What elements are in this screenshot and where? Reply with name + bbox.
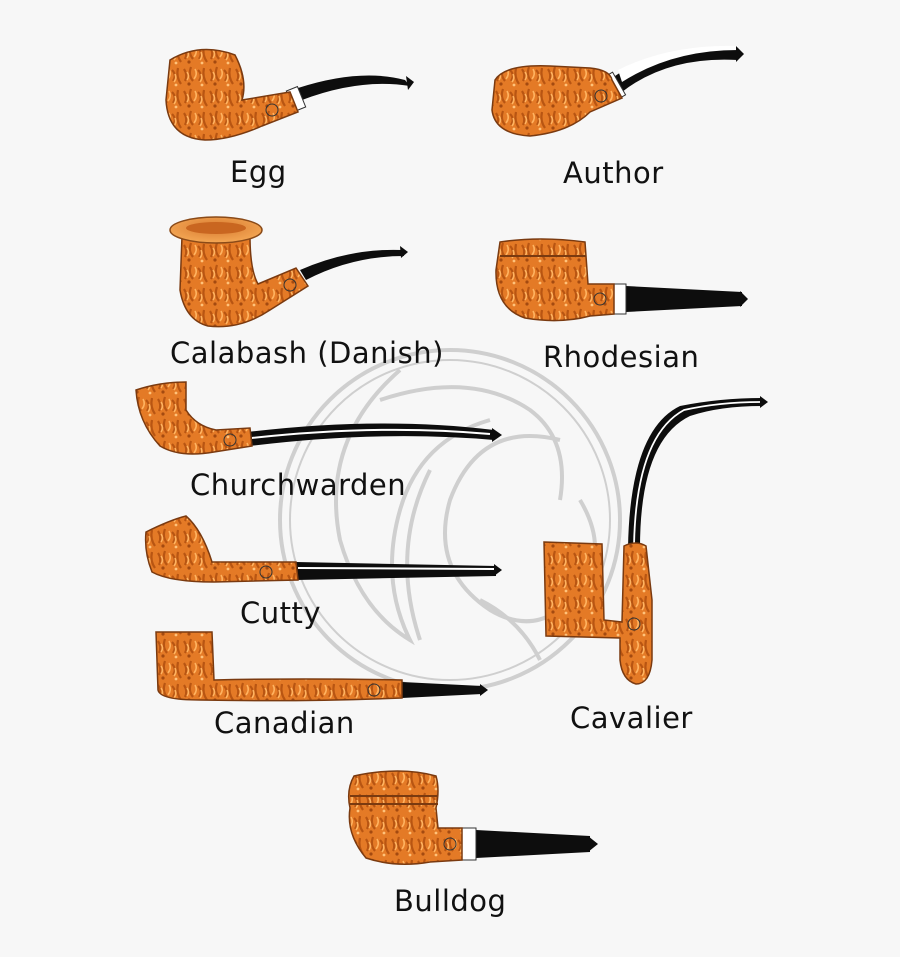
pipe-canadian: [155, 631, 488, 702]
pipe-calabash: [169, 216, 408, 328]
label-rhodesian: Rhodesian: [543, 340, 700, 374]
monogram-logo: [278, 348, 622, 692]
label-churchwarden: Churchwarden: [190, 468, 407, 502]
label-egg: Egg: [230, 155, 287, 189]
label-cavalier: Cavalier: [570, 701, 693, 735]
label-bulldog: Bulldog: [394, 884, 507, 918]
label-canadian: Canadian: [214, 706, 355, 740]
label-cutty: Cutty: [240, 596, 322, 630]
label-author: Author: [563, 156, 664, 190]
pipe-cutty: [144, 515, 502, 583]
pipe-egg: [165, 48, 414, 141]
label-calabash: Calabash (Danish): [170, 336, 444, 370]
pipe-churchwarden: [135, 381, 502, 455]
pipe-author: [491, 45, 744, 137]
pipe-rhodesian: [495, 238, 748, 322]
pipe-cavalier: [543, 396, 768, 685]
pipe-bulldog: [347, 770, 598, 865]
